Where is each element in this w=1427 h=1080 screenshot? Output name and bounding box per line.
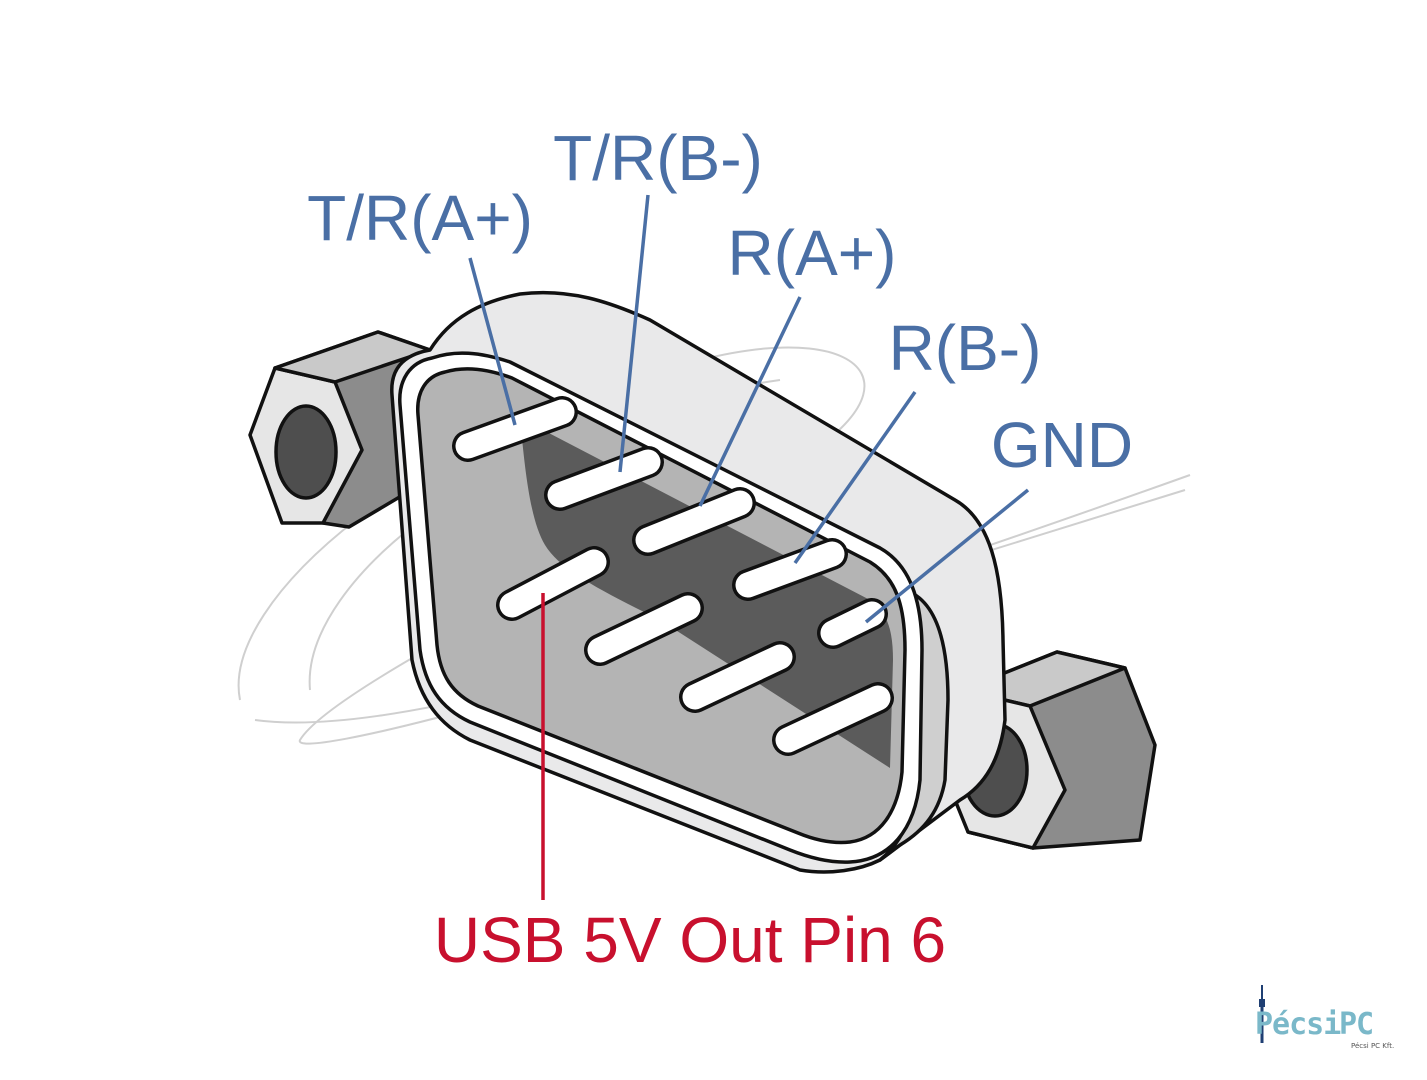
leader-line-pin-5	[864, 488, 1030, 624]
pin-labels: T/R(A+) T/R(B-) R(A+) R(B-) GND USB 5V O…	[307, 122, 1133, 976]
logo-word-pc: PC	[1339, 1007, 1374, 1042]
leader-line-pin-3	[698, 296, 802, 507]
pin-7	[584, 592, 704, 666]
tv-tower-icon	[1259, 985, 1265, 1043]
label-pin-5: GND	[991, 409, 1133, 481]
label-pin-6-callout: USB 5V Out Pin 6	[434, 904, 946, 976]
leader-line-pin-4	[793, 390, 917, 565]
pin-8	[679, 641, 796, 713]
pin-2	[544, 446, 664, 511]
pin-3	[632, 487, 756, 556]
pecsi-pc-logo: Pécsi PC Pécsi PC Kft.	[1255, 985, 1405, 1055]
pin-4	[732, 538, 848, 601]
right-hex-nut	[936, 650, 1157, 850]
pin-6	[496, 546, 610, 621]
leader-lines	[468, 194, 1030, 900]
leader-line-pin-1	[468, 257, 517, 426]
connector-pins	[452, 396, 894, 756]
pin-1	[452, 396, 578, 462]
pin-5	[817, 598, 888, 649]
label-pin-2: T/R(B-)	[553, 122, 763, 194]
leader-line-pin-2	[618, 194, 650, 473]
label-pin-3: R(A+)	[728, 217, 897, 289]
label-pin-4: R(B-)	[889, 312, 1042, 384]
logo-word-pecsi: Pécsi	[1255, 1007, 1341, 1042]
pin-9	[772, 682, 894, 756]
logo-subtitle: Pécsi PC Kft.	[1351, 1042, 1395, 1050]
label-pin-1: T/R(A+)	[307, 182, 533, 254]
